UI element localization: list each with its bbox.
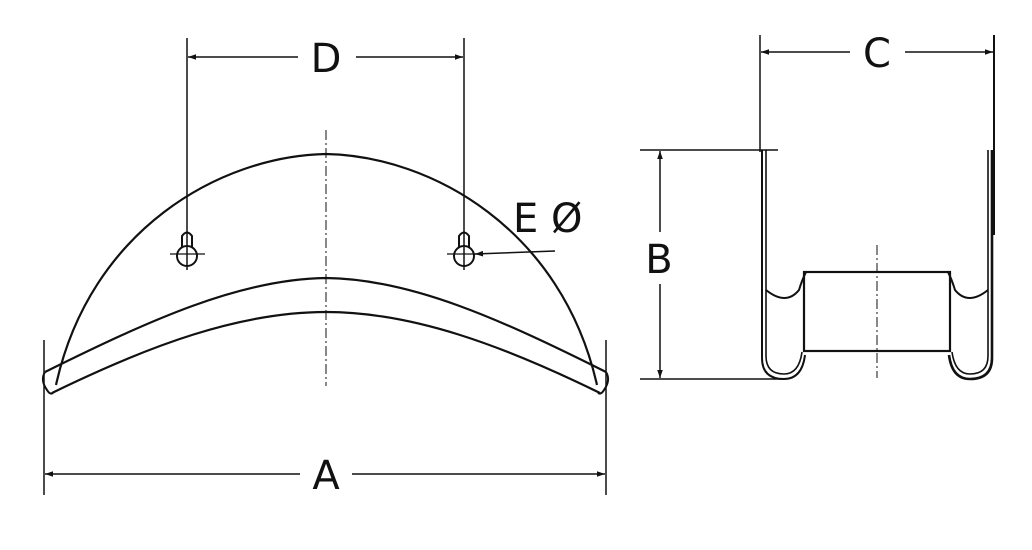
dimension-label-e: E Ø	[513, 196, 582, 242]
front-view: D E Ø A	[41, 36, 610, 499]
left-wall-outer	[761, 150, 806, 381]
right-wall-outer	[947, 150, 994, 381]
right-hub-fillet	[947, 271, 989, 299]
dimension-label-c: C	[863, 31, 891, 77]
dimension-label-a: A	[312, 453, 340, 499]
side-view: C B	[640, 31, 995, 381]
e-leader-line	[474, 250, 556, 257]
right-wall-inner	[951, 150, 989, 375]
left-hub-fillet	[765, 271, 807, 299]
dimension-label-d: D	[311, 36, 342, 82]
right-band-end	[597, 371, 610, 395]
left-wall-inner	[765, 150, 803, 375]
dimension-label-b: B	[645, 237, 672, 283]
left-band-end	[41, 371, 54, 395]
